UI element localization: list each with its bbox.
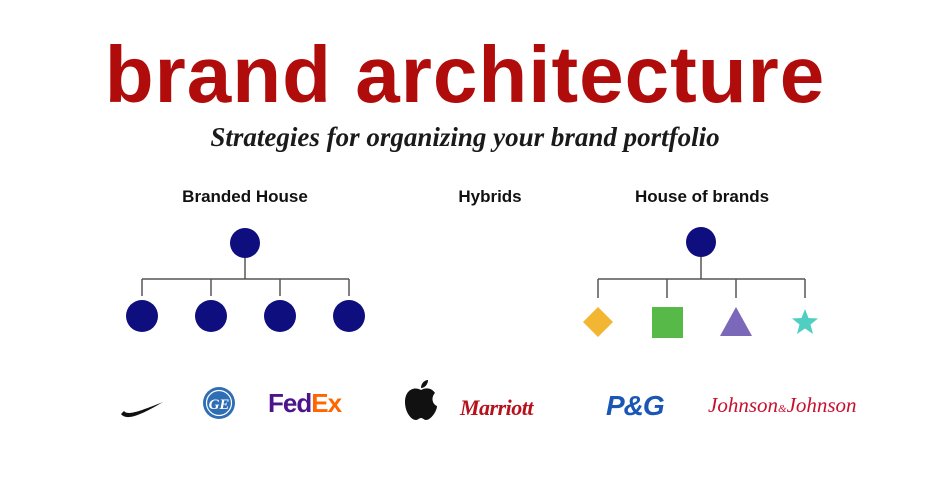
page-title: brand architecture xyxy=(104,30,826,119)
nike-swoosh-icon xyxy=(121,402,163,418)
page-subtitle: Strategies for organizing your brand por… xyxy=(210,122,720,152)
parent-company-node xyxy=(686,227,716,257)
child-brand-node xyxy=(195,300,227,332)
marriott-logo: Marriott xyxy=(460,395,534,420)
apple-logo-icon xyxy=(405,380,437,420)
child-brand-node xyxy=(126,300,158,332)
jj-logo-left: Johnson xyxy=(708,393,778,417)
branded-house-tree xyxy=(126,228,365,332)
heading-branded-house: Branded House xyxy=(182,187,308,206)
fedex-logo-ex: Ex xyxy=(311,388,342,418)
ge-logo-text: GE xyxy=(209,397,230,413)
fedex-logo-fed: Fed xyxy=(268,388,312,418)
heading-house-of-brands: House of brands xyxy=(634,187,770,206)
child-brand-node xyxy=(333,300,365,332)
jj-logo-right: Johnson xyxy=(786,393,857,417)
diamond-brand-node xyxy=(583,307,613,337)
triangle-brand-node xyxy=(720,307,752,336)
fedex-logo: FedEx xyxy=(268,388,342,419)
child-brand-node xyxy=(264,300,296,332)
pg-logo: P&G xyxy=(606,390,665,421)
parent-brand-node xyxy=(230,228,260,258)
ge-logo: GE xyxy=(203,387,235,419)
star-brand-node xyxy=(792,309,818,334)
house-of-brands-tree xyxy=(583,227,818,338)
johnson-and-johnson-logo: Johnson&Johnson xyxy=(708,393,857,418)
jj-logo-amp: & xyxy=(778,403,787,415)
heading-hybrids: Hybrids xyxy=(458,187,522,206)
square-brand-node xyxy=(652,307,683,338)
